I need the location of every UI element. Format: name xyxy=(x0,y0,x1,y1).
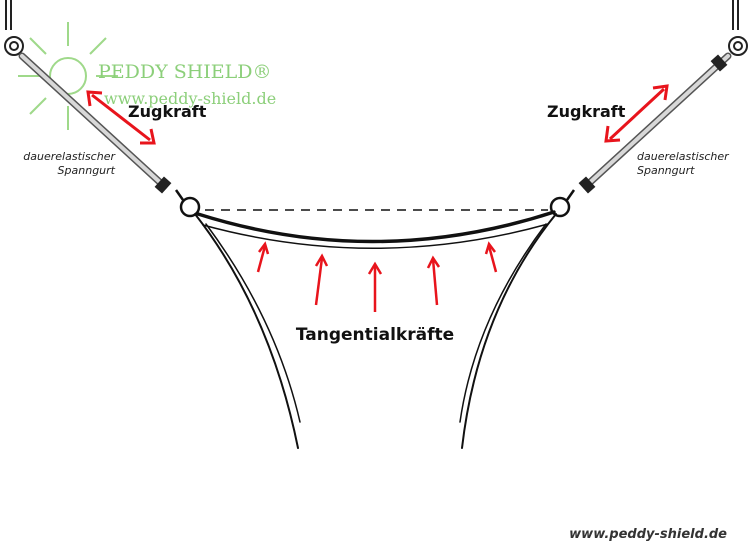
tangential-arrows xyxy=(256,241,498,312)
left-force-label: Zugkraft xyxy=(128,102,207,121)
left-strap xyxy=(18,52,172,194)
tangential-arrow-3 xyxy=(367,261,383,312)
center-label: Tangentialkräfte xyxy=(296,325,454,345)
left-pull-arrow xyxy=(86,90,156,145)
tangential-arrow-4 xyxy=(426,255,441,306)
logo-url: www.peddy-shield.de xyxy=(104,89,276,108)
tangential-arrow-1 xyxy=(256,241,270,273)
logo: PEDDY SHIELD® www.peddy-shield.de xyxy=(18,22,276,130)
tangential-arrow-5 xyxy=(484,241,498,273)
right-strap-label-line1: dauerelastischer xyxy=(637,150,730,163)
left-wall-hook-icon xyxy=(4,0,24,56)
right-strap xyxy=(578,52,732,194)
right-pull-arrow xyxy=(604,84,669,143)
left-corner-ring-icon xyxy=(174,189,201,218)
shade-sail xyxy=(194,210,557,449)
footer-url: www.peddy-shield.de xyxy=(569,527,727,542)
logo-name: PEDDY SHIELD® xyxy=(98,61,272,83)
tangential-arrow-2 xyxy=(314,253,329,306)
right-strap-label-line2: Spanngurt xyxy=(637,164,695,177)
right-corner-ring-icon xyxy=(549,189,576,218)
left-strap-label-line2: Spanngurt xyxy=(58,164,116,177)
right-force-label: Zugkraft xyxy=(547,102,626,121)
right-wall-hook-icon xyxy=(728,0,748,56)
left-strap-label-line1: dauerelastischer xyxy=(23,150,116,163)
